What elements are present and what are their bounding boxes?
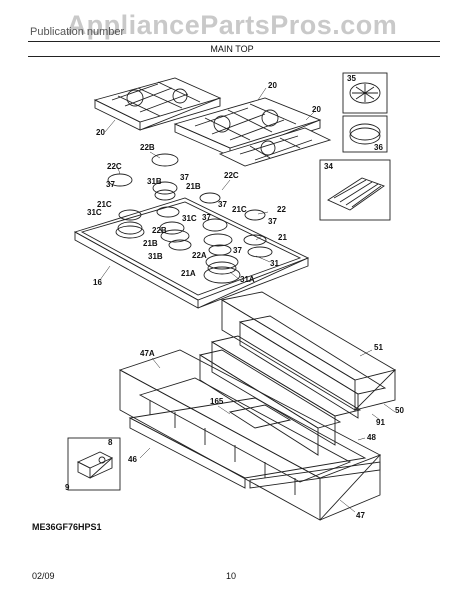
callout-34: 34	[324, 162, 333, 171]
callout-22c-left: 22C	[107, 162, 122, 171]
section-title: MAIN TOP	[210, 44, 254, 54]
header-rule-2	[28, 56, 440, 57]
callout-22c-right: 22C	[224, 171, 239, 180]
callout-21c-right: 21C	[232, 205, 247, 214]
valve-inset	[67, 437, 121, 491]
callout-37-d: 37	[268, 217, 277, 226]
callout-21b-top: 21B	[186, 182, 201, 191]
main-top	[73, 197, 310, 309]
callout-31c-right: 31C	[182, 214, 197, 223]
callout-37-e: 37	[233, 246, 242, 255]
callout-31: 31	[270, 259, 279, 268]
footer-date: 02/09	[32, 571, 55, 581]
callout-31b-mid: 31B	[148, 252, 163, 261]
back-panels	[198, 291, 397, 456]
callout-9: 9	[65, 483, 70, 492]
callout-31c-left: 31C	[87, 208, 102, 217]
callout-21b-mid: 21B	[143, 239, 158, 248]
callout-36: 36	[374, 143, 383, 152]
watermark: AppliancePartsPros.com	[66, 10, 398, 40]
callout-22b-mid: 22B	[152, 226, 167, 235]
callout-22: 22	[277, 205, 286, 214]
callout-20a: 20	[268, 81, 277, 90]
chassis	[118, 349, 382, 521]
callout-37-f: 37	[202, 213, 211, 222]
callout-16: 16	[93, 278, 102, 287]
callout-37-a: 37	[106, 180, 115, 189]
callout-50: 50	[395, 406, 404, 415]
callout-8: 8	[108, 438, 113, 447]
callout-20c: 20	[96, 128, 105, 137]
callout-47: 47	[356, 511, 365, 520]
leader-lines	[99, 87, 396, 513]
accessory-ring	[342, 115, 388, 153]
callout-20b: 20	[312, 105, 321, 114]
accessory-wok-ring	[342, 72, 388, 114]
header-rule	[28, 41, 440, 42]
callout-51: 51	[374, 343, 383, 352]
publication-label: Publication number	[30, 26, 125, 38]
callout-31b-top: 31B	[147, 177, 162, 186]
callout-21c-left: 21C	[97, 200, 112, 209]
callout-37-c: 37	[218, 200, 227, 209]
callout-165: 165	[210, 397, 224, 406]
grate-right	[173, 97, 332, 167]
accessory-griddle	[319, 159, 391, 221]
callout-labels: 20 20 20 35 36 34 22B 22C 37 31B 37 22C …	[65, 74, 404, 520]
callout-46: 46	[128, 455, 137, 464]
page-number: 10	[226, 571, 237, 581]
callout-21a: 21A	[181, 269, 196, 278]
model-number: ME36GF76HPS1	[32, 522, 102, 532]
callout-22a: 22A	[192, 251, 207, 260]
callout-48: 48	[367, 433, 376, 442]
callout-91: 91	[376, 418, 385, 427]
callout-31a: 31A	[240, 275, 255, 284]
callout-47a: 47A	[140, 349, 155, 358]
callout-22b-top: 22B	[140, 143, 155, 152]
grate-left	[93, 77, 222, 131]
callout-21: 21	[278, 233, 287, 242]
callout-35: 35	[347, 74, 356, 83]
callout-37-b: 37	[180, 173, 189, 182]
